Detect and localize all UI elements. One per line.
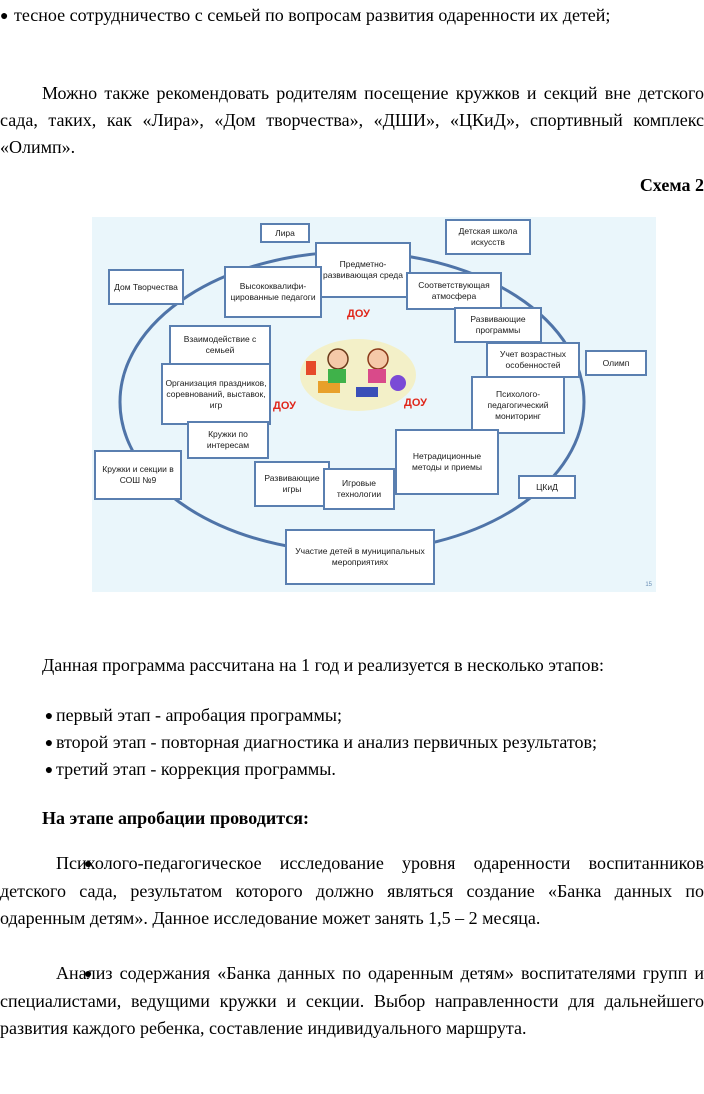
box-kruzhki-interesy: Кружки по интересам (187, 421, 269, 459)
dou-label-right: ДОУ (404, 397, 427, 409)
bullet-icon: ● (84, 857, 93, 872)
box-vysokokval: Высококвалифи-цированные педагоги (224, 266, 322, 318)
box-netradits: Нетрадиционные методы и приемы (395, 429, 499, 495)
recommendation-paragraph: Можно также рекомендовать родителям посе… (0, 83, 704, 157)
program-intro: Данная программа рассчитана на 1 год и р… (42, 655, 604, 675)
bullet-icon: ● (44, 736, 54, 751)
scheme-diagram: ДОУ ДОУ ДОУ Лира Детская школа искусств … (92, 217, 656, 592)
box-kruzhki-sosh: Кружки и секции в СОШ №9 (94, 450, 182, 500)
children-illustration (300, 339, 416, 411)
box-uchet: Учет возрастных особенностей (486, 342, 580, 378)
box-igrovye: Игровые технологии (323, 468, 395, 510)
dou-label-left: ДОУ (273, 400, 296, 412)
approbation-item-2: ●Анализ содержания «Банка данных по одар… (0, 963, 704, 1038)
dou-label-top: ДОУ (347, 308, 370, 320)
box-razv-programmy: Развивающие программы (454, 307, 542, 343)
bullet-icon: ● (84, 967, 93, 982)
diagram-page-number: 15 (645, 582, 652, 588)
box-predmetno: Предметно-развивающая среда (315, 242, 411, 298)
bullet-icon: ● (44, 709, 54, 724)
box-uchastie: Участие детей в муниципальных мероприяти… (285, 529, 435, 585)
box-dshi: Детская школа искусств (445, 219, 531, 255)
box-lira: Лира (260, 223, 310, 243)
bullet-icon: ● (44, 763, 54, 778)
stage-item-2: ●второй этап - повторная диагностика и а… (0, 729, 704, 757)
box-ckid: ЦКиД (518, 475, 576, 499)
box-vzaimodeistvie: Взаимодействие с семьей (169, 325, 271, 365)
box-razv-igry: Развивающие игры (254, 461, 330, 507)
scheme-title: Схема 2 (639, 175, 704, 195)
box-psiholog: Психолого-педагогический мониторинг (471, 376, 565, 434)
approbation-heading: На этапе апробации проводится: (42, 808, 309, 828)
intro-bullet-paragraph: ● тесное сотрудничество с семьей по вопро… (0, 2, 704, 30)
box-sootvetstv: Соответствующая атмосфера (406, 272, 502, 310)
approbation-item-1: ●Психолого-педагогическое исследование у… (0, 853, 704, 928)
stage-item-3: ●третий этап - коррекция программы. (0, 756, 704, 784)
intro-bullet-text: тесное сотрудничество с семьей по вопрос… (14, 5, 611, 25)
bullet-icon: ● (0, 9, 9, 24)
box-olimp: Олимп (585, 350, 647, 376)
box-dom-tvorchestva: Дом Творчества (108, 269, 184, 305)
box-organizatsiya: Организация праздников, соревнований, вы… (161, 363, 271, 425)
stage-item-1: ●первый этап - апробация программы; (0, 702, 704, 730)
